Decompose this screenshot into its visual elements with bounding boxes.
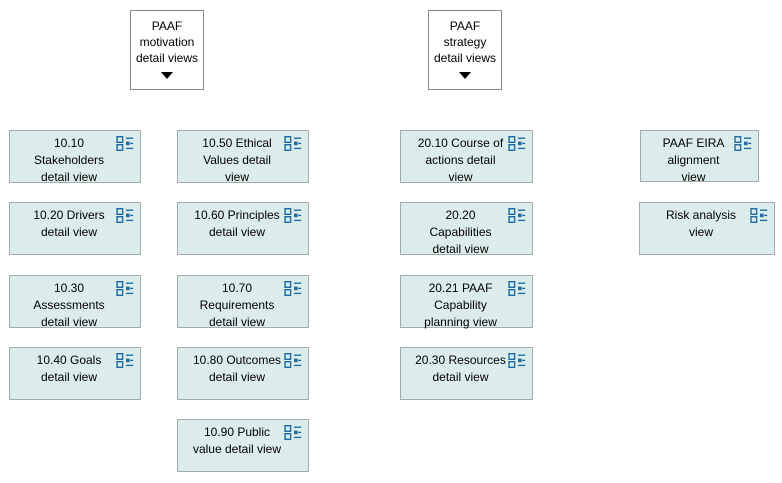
diagram-view-icon — [116, 280, 134, 296]
view-box-20-10-course-of-actions[interactable]: 20.10 Course of actions detail view — [400, 130, 533, 184]
view-box-10-70-requirements[interactable]: 10.70 Requirements detail view — [177, 275, 309, 329]
view-box-label: 10.90 Public value detail view — [192, 425, 282, 456]
diagram-view-icon — [116, 352, 134, 368]
view-box-label: 10.40 Goals detail view — [36, 353, 102, 384]
triangle-down-icon — [161, 72, 173, 79]
view-box-paaf-eira-alignment[interactable]: PAAF EIRA alignment view — [640, 130, 759, 184]
view-box-10-40-goals[interactable]: 10.40 Goals detail view — [9, 347, 141, 400]
view-box-20-20-capabilities[interactable]: 20.20 Capabilities detail view — [400, 202, 533, 256]
view-box-label: 10.50 Ethical Values detail view — [202, 136, 272, 184]
view-box-label: 20.20 Capabilities detail view — [429, 208, 492, 256]
view-box-risk-analysis[interactable]: Risk analysis view — [639, 202, 775, 255]
diagram-view-icon — [750, 207, 768, 223]
folder-box-paaf-strategy[interactable]: PAAF strategy detail views — [428, 10, 502, 90]
diagram-view-icon — [284, 424, 302, 440]
folder-label: PAAF strategy detail views — [433, 19, 497, 65]
view-box-label: 20.21 PAAF Capability planning view — [424, 281, 497, 329]
diagram-view-icon — [284, 207, 302, 223]
view-box-label: 10.80 Outcomes detail view — [192, 353, 282, 384]
diagram-view-icon — [284, 352, 302, 368]
view-box-label: Risk analysis view — [665, 208, 737, 239]
view-box-10-50-ethical-values[interactable]: 10.50 Ethical Values detail view — [177, 130, 309, 184]
view-box-10-20-drivers[interactable]: 10.20 Drivers detail view — [9, 202, 141, 255]
view-box-label: 20.30 Resources detail view — [415, 353, 506, 384]
diagram-view-icon — [508, 280, 526, 296]
diagram-view-icon — [508, 207, 526, 223]
view-box-label: 10.20 Drivers detail view — [33, 208, 105, 239]
view-box-10-80-outcomes[interactable]: 10.80 Outcomes detail view — [177, 347, 309, 400]
view-box-label: 20.10 Course of actions detail view — [417, 136, 504, 184]
view-box-10-60-principles[interactable]: 10.60 Principles detail view — [177, 202, 309, 255]
view-box-label: 10.70 Requirements detail view — [199, 281, 275, 329]
view-box-10-30-assessments[interactable]: 10.30 Assessments detail view — [9, 275, 141, 329]
view-box-20-30-resources[interactable]: 20.30 Resources detail view — [400, 347, 533, 400]
view-box-label: PAAF EIRA alignment view — [662, 136, 725, 184]
view-box-label: 10.30 Assessments detail view — [33, 281, 105, 329]
folder-label: PAAF motivation detail views — [135, 19, 199, 65]
diagram-view-icon — [284, 280, 302, 296]
diagram-view-icon — [116, 135, 134, 151]
view-box-10-10-stakeholders[interactable]: 10.10 Stakeholders detail view — [9, 130, 141, 184]
triangle-down-icon — [459, 72, 471, 79]
view-box-10-90-public-value[interactable]: 10.90 Public value detail view — [177, 419, 309, 472]
diagram-view-icon — [734, 135, 752, 151]
view-box-label: 10.60 Principles detail view — [194, 208, 280, 239]
folder-box-paaf-motivation[interactable]: PAAF motivation detail views — [130, 10, 204, 90]
diagram-view-icon — [284, 135, 302, 151]
view-box-20-21-paaf-capability-planning[interactable]: 20.21 PAAF Capability planning view — [400, 275, 533, 329]
diagram-view-icon — [508, 352, 526, 368]
view-box-label: 10.10 Stakeholders detail view — [33, 136, 105, 184]
diagram-view-icon — [508, 135, 526, 151]
diagram-view-icon — [116, 207, 134, 223]
